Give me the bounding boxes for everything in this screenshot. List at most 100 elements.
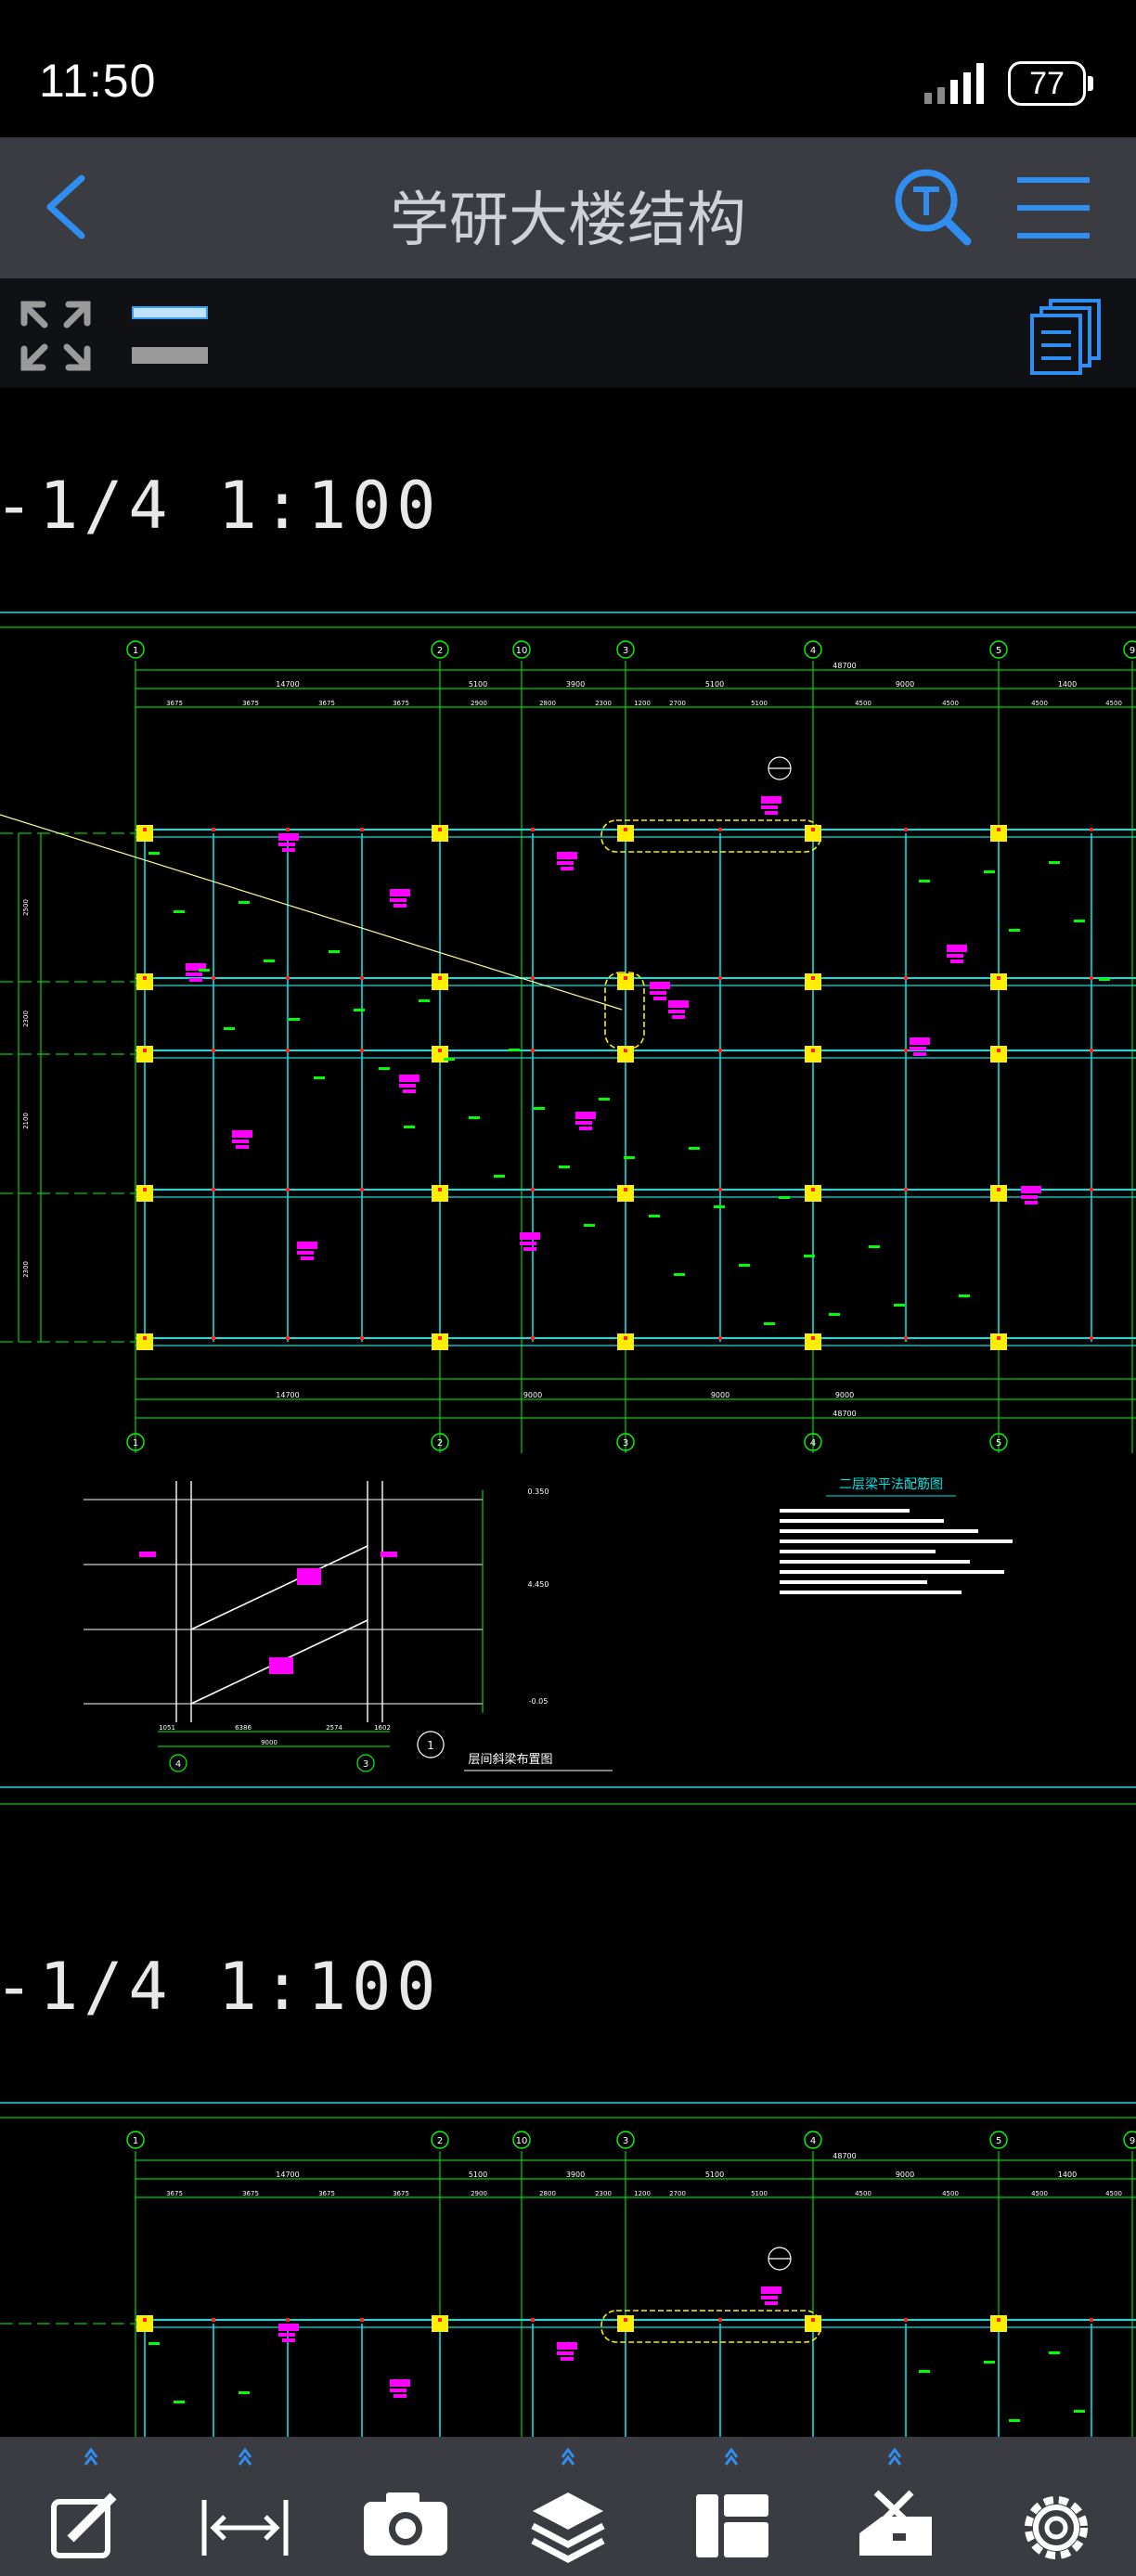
beam-annotation — [278, 843, 295, 846]
column-marker — [136, 973, 153, 990]
rebar-marker — [811, 1049, 815, 1052]
column-marker — [805, 2315, 821, 2332]
rebar-marker — [624, 976, 627, 980]
beam-label — [224, 1027, 235, 1030]
grid-bubble — [989, 2131, 1008, 2149]
column-marker — [617, 973, 634, 990]
rebar-marker — [212, 828, 215, 831]
note-line — [780, 1550, 936, 1553]
rebar-marker — [718, 2318, 722, 2322]
beam-label — [444, 1058, 455, 1061]
beam-annotation — [297, 1242, 317, 1249]
beam-annotation — [672, 1015, 685, 1019]
note-line — [780, 1509, 910, 1513]
dimension-text: 1400 — [1058, 680, 1077, 689]
note-line — [780, 1580, 927, 1584]
beam-annotation — [910, 1037, 930, 1045]
pages-button[interactable] — [1026, 297, 1104, 375]
beam-label — [984, 2361, 995, 2363]
edit-tool-button[interactable] — [17, 2437, 147, 2576]
dimension-text: 1200 — [634, 700, 651, 707]
beam-label — [624, 1156, 635, 1159]
note-line — [780, 1519, 944, 1523]
beam-annotation — [394, 904, 407, 908]
menu-button[interactable] — [1012, 169, 1095, 247]
text-search-button[interactable] — [891, 165, 975, 249]
grid-label: 3 — [623, 1438, 628, 1449]
beam-label — [494, 1175, 505, 1178]
rebar-marker — [286, 828, 290, 831]
rebar-marker — [624, 1188, 627, 1191]
column-marker — [805, 825, 821, 842]
column-marker — [136, 2315, 153, 2332]
beam-label — [314, 1076, 325, 1079]
detail-beam-line — [190, 1545, 368, 1630]
dimension-text: 4500 — [1031, 700, 1048, 707]
beam-annotation — [765, 2301, 778, 2305]
grid-label: 3 — [623, 2136, 628, 2146]
measure-icon — [201, 2447, 289, 2556]
rebar-marker — [212, 1336, 215, 1340]
grid-label: 2 — [437, 1438, 443, 1449]
dimension-text: 2900 — [471, 2190, 487, 2197]
beam-annotation — [913, 1052, 926, 1056]
beam-annotation — [557, 861, 574, 865]
grid-label: 3 — [623, 646, 628, 656]
dimension-text: 2574 — [326, 1724, 342, 1732]
layers-tool-button[interactable] — [503, 2437, 633, 2576]
sub-toolbar — [0, 278, 1136, 388]
beam-label — [239, 901, 250, 904]
rebar-marker — [624, 1049, 627, 1052]
grid-bubble — [616, 2131, 635, 2149]
beam-label — [404, 1126, 415, 1128]
rebar-marker — [904, 976, 908, 980]
beam-annotation — [282, 848, 295, 852]
page-title: 学研大楼结构 — [390, 187, 746, 255]
beam-label — [1074, 2410, 1085, 2413]
rebar-marker — [286, 2318, 290, 2322]
grid-label: 1 — [133, 1438, 138, 1449]
rebar-marker — [1090, 828, 1093, 831]
settings-tool-button[interactable] — [991, 2437, 1121, 2576]
beam-label — [509, 1049, 520, 1051]
layout-tool-button[interactable] — [666, 2437, 796, 2576]
grid-bubble — [989, 640, 1008, 659]
rebar-marker — [811, 2318, 815, 2322]
grid-bubble — [126, 640, 145, 659]
detail-marker-circle — [417, 1731, 445, 1758]
dimension-text: 1200 — [634, 2190, 651, 2197]
revision-cloud — [600, 2310, 821, 2343]
toolbox-tool-button[interactable] — [830, 2437, 960, 2576]
dimension-text: 2900 — [471, 700, 487, 707]
active-layer-indicator[interactable] — [132, 306, 208, 319]
measure-tool-button[interactable] — [180, 2437, 310, 2576]
grid-label: 1 — [133, 646, 138, 656]
beam-label — [469, 1116, 480, 1119]
total-dimension: 48700 — [833, 2152, 856, 2160]
beam-label — [764, 1322, 775, 1325]
dimension-text: 2300 — [595, 700, 612, 707]
rebar-marker — [718, 1336, 722, 1340]
beam-annotation — [520, 1242, 536, 1245]
rebar-marker — [811, 828, 815, 831]
rebar-marker — [1090, 1336, 1093, 1340]
note-line — [780, 1591, 962, 1594]
dimension-text: 4500 — [1105, 2190, 1122, 2197]
dimension-text: 4500 — [855, 700, 871, 707]
fullscreen-button[interactable] — [17, 297, 95, 375]
grid-bubble — [1123, 640, 1136, 659]
beam-annotation — [520, 1232, 540, 1240]
beam-label — [804, 1255, 815, 1257]
beam-label — [869, 1245, 880, 1248]
camera-tool-button[interactable] — [340, 2437, 470, 2576]
beam-label — [148, 2342, 160, 2345]
back-button[interactable] — [28, 165, 111, 249]
inactive-layer-indicator[interactable] — [132, 347, 208, 364]
column-marker — [136, 1185, 153, 1202]
dimension-text: 5100 — [751, 700, 768, 707]
beam-annotation — [523, 1247, 536, 1251]
rebar-marker — [143, 976, 147, 980]
rebar-marker — [286, 1336, 290, 1340]
